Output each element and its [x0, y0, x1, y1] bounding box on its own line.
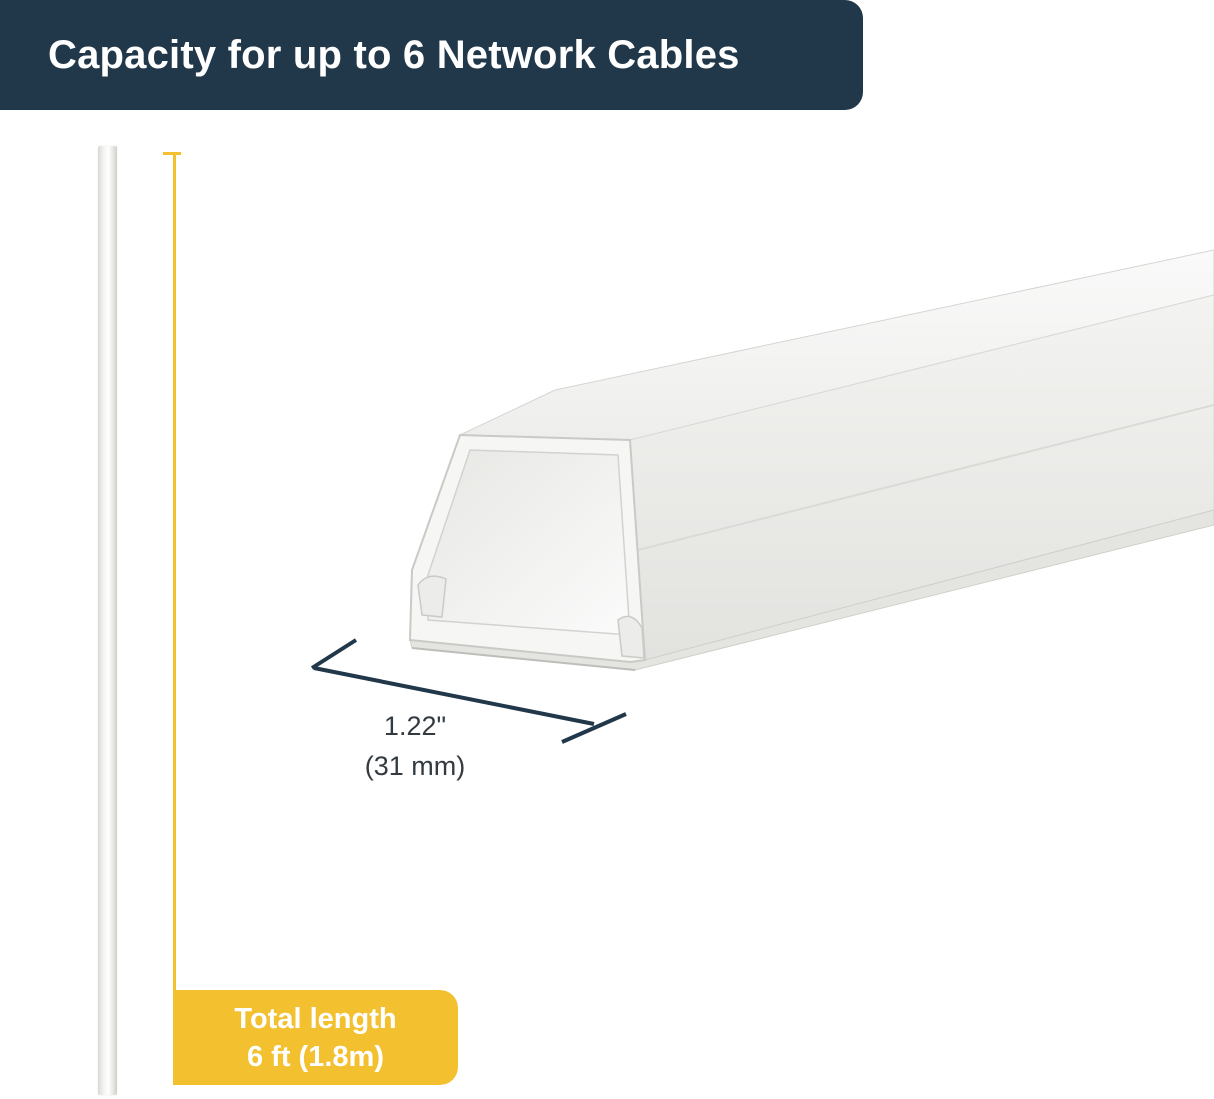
width-dimension-label: 1.22" (31 mm) [330, 706, 500, 786]
raceway-strip-image [98, 146, 117, 1095]
width-imperial: 1.22" [383, 711, 447, 741]
length-indicator-line [173, 152, 176, 1002]
width-dimension-line [313, 666, 595, 726]
width-dimension-marker [310, 638, 627, 744]
raceway-base-shadow [411, 647, 636, 671]
raceway-inner-lip-right [617, 615, 645, 659]
raceway-ridge [637, 404, 1214, 551]
title-banner: Capacity for up to 6 Network Cables [0, 0, 863, 110]
width-dimension-cap-left [310, 638, 358, 670]
length-label-value: 6 ft (1.8m) [247, 1041, 384, 1073]
page-title: Capacity for up to 6 Network Cables [48, 32, 740, 77]
width-dimension-cap-right [561, 712, 627, 744]
raceway-profile-image [408, 249, 1214, 671]
length-label-box: Total length 6 ft (1.8m) [173, 990, 458, 1085]
length-indicator-cap [163, 152, 181, 155]
raceway-inner-lip-left [417, 575, 447, 618]
raceway-inner-channel [427, 449, 631, 636]
length-label-title: Total length [234, 1003, 397, 1035]
width-metric: (31 mm) [364, 751, 466, 781]
